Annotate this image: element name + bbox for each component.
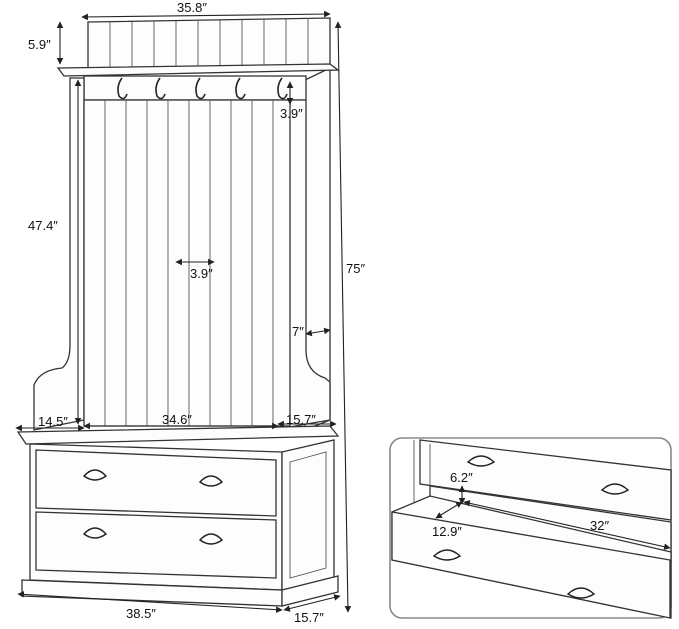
inset-drawer-handle [566,587,596,599]
coat-hooks [117,77,288,100]
coat-hook [155,77,166,100]
dim-side-depth: 7″ [292,324,304,339]
coat-hook [195,77,206,100]
drawer-detail-inset: 6.2″ 12.9″ 32″ [389,437,672,619]
coat-hook [235,77,246,100]
right-side-post [283,99,331,429]
lower-drawer [35,511,277,579]
dim-drawer-width: 32″ [590,518,609,533]
dim-base-depth: 15.7″ [294,610,324,625]
dim-drawer-depth: 12.9″ [432,524,462,539]
drawer-handle [198,533,224,545]
dim-panel-height: 47.4″ [28,218,58,233]
dim-left-seat: 14.5″ [38,414,68,429]
dim-top-height: 5.9″ [28,37,51,52]
top-crown [87,17,331,69]
inset-drawer-handle [432,549,462,561]
dim-hook-spacing: 3.9″ [280,106,303,121]
coat-hook [277,77,288,100]
inset-drawer-handle [466,455,496,467]
coat-hook [117,77,128,100]
dim-drawer-height: 6.2″ [450,470,473,485]
drawer-handles [82,469,224,545]
hall-tree [16,17,340,607]
left-side-post [33,77,85,431]
dim-panel-width: 34.6″ [162,412,192,427]
dim-right-seat: 15.7″ [286,412,316,427]
back-panel [83,99,291,427]
drawer-handle [82,527,108,539]
upper-drawer [35,449,277,517]
drawer-handle [198,475,224,487]
dim-base-width: 38.5″ [126,606,156,621]
dim-total-height: 75″ [346,261,365,276]
dim-board-width: 3.9″ [190,266,213,281]
dim-top-width: 35.8″ [177,0,207,15]
drawer-handle [82,469,108,481]
inset-drawer-handle [600,483,630,495]
